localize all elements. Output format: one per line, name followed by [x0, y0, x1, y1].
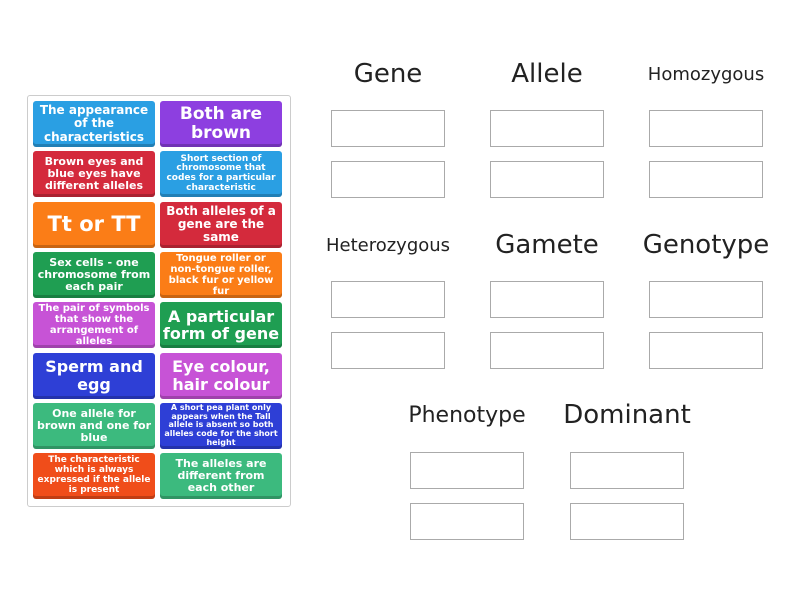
drop-slot[interactable]	[331, 110, 445, 147]
draggable-card[interactable]: Both alleles of a gene are the same	[160, 201, 282, 248]
group-heading: Heterozygous	[325, 235, 451, 257]
draggable-card[interactable]: Brown eyes and blue eyes have different …	[33, 151, 155, 198]
draggable-card[interactable]: Short section of chromosome that codes f…	[160, 151, 282, 198]
drop-slot[interactable]	[490, 160, 604, 198]
draggable-card[interactable]: Sperm and egg	[33, 352, 155, 399]
drop-slot[interactable]	[490, 281, 604, 318]
group-heading: Dominant	[563, 400, 691, 431]
drop-slot[interactable]	[570, 452, 684, 489]
draggable-card[interactable]: One allele for brown and one for blue	[33, 402, 155, 449]
drop-slot[interactable]	[649, 160, 763, 198]
draggable-card[interactable]: The appearance of the characteristics	[33, 101, 155, 147]
drop-slot[interactable]	[410, 452, 524, 489]
group-heading: Gene	[353, 59, 423, 90]
drop-slot[interactable]	[490, 331, 604, 369]
draggable-card[interactable]: Eye colour, hair colour	[160, 352, 282, 399]
group-heading: Gamete	[495, 230, 599, 261]
draggable-card[interactable]: The characteristic which is always expre…	[33, 453, 155, 500]
drop-slot[interactable]	[331, 160, 445, 198]
draggable-card[interactable]: Sex cells - one chromosome from each pai…	[33, 251, 155, 298]
group-heading: Genotype	[642, 230, 770, 261]
draggable-card[interactable]: Tongue roller or non-tongue roller, blac…	[160, 251, 282, 298]
group-heading: Phenotype	[408, 402, 526, 428]
group-heading: Homozygous	[647, 64, 765, 86]
drop-slot[interactable]	[649, 281, 763, 318]
draggable-card[interactable]: Both are brown	[160, 101, 282, 147]
draggable-card[interactable]: The alleles are different from each othe…	[160, 453, 282, 500]
group-heading: Allele	[511, 59, 583, 90]
drop-slot[interactable]	[649, 110, 763, 147]
drop-slot[interactable]	[570, 502, 684, 540]
draggable-card[interactable]: A short pea plant only appears when the …	[160, 402, 282, 449]
drop-slot[interactable]	[410, 502, 524, 540]
drop-slot[interactable]	[649, 331, 763, 369]
draggable-card[interactable]: The pair of symbols that show the arrang…	[33, 302, 155, 349]
drop-slot[interactable]	[490, 110, 604, 147]
draggable-card[interactable]: A particular form of gene	[160, 302, 282, 349]
drop-slot[interactable]	[331, 331, 445, 369]
drop-slot[interactable]	[331, 281, 445, 318]
draggable-card[interactable]: Tt or TT	[33, 201, 155, 248]
